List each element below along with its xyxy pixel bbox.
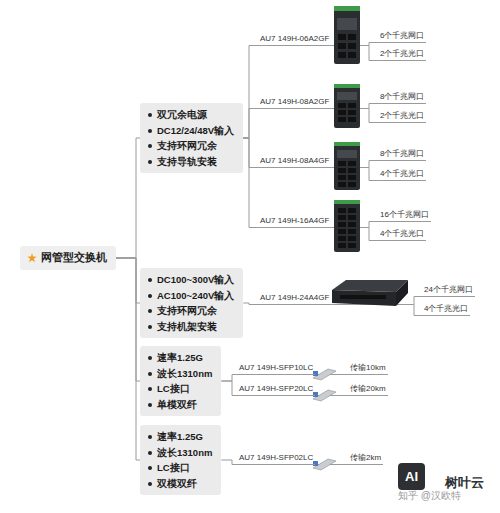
feature-box: 双冗余电源DC12/24/48V输入支持环网冗余支持导轨安装: [140, 103, 243, 173]
branch-connector: [331, 104, 378, 109]
feature-bullet: 支持环网冗余: [147, 303, 234, 319]
branch-item: 6个千兆网口: [378, 31, 426, 43]
branch-item: AU7 149H-24A4GF: [258, 293, 331, 305]
branch-item: AU7 149H-16A4GF: [258, 216, 331, 228]
root-topic: 网管型交换机: [20, 246, 116, 270]
item-text: AU7 149H-06A2GF: [260, 34, 329, 44]
item-text: 传输20km: [350, 384, 386, 394]
feature-bullet: LC接口: [147, 460, 212, 476]
feature-bullet: 单模双纤: [147, 397, 212, 413]
rack-switch-device: [332, 280, 408, 306]
item-text: AU7 149H-SFP02LC: [239, 453, 313, 463]
feature-bullet: 支持导轨安装: [147, 154, 234, 170]
item-text: AU7 149H-08A2GF: [260, 97, 329, 107]
item-text: 4个千兆光口: [380, 169, 424, 179]
item-text: AU7 149H-16A4GF: [260, 216, 329, 226]
item-text: 传输10km: [350, 363, 386, 373]
branch-connector: [331, 305, 422, 316]
sfp-module: [313, 390, 336, 401]
branch-item: AU7 149H-08A4GF: [258, 156, 331, 168]
switch-device: [334, 84, 360, 128]
watermark-text: 知乎 @汉欧特: [398, 489, 461, 503]
item-text: 8个千兆网口: [380, 149, 424, 159]
item-text: 6个千兆网口: [380, 31, 424, 41]
item-text: 2个千兆光口: [380, 49, 424, 59]
feature-bullet: 支持机架安装: [147, 319, 234, 335]
branch-item: AU7 149H-SFP02LC: [237, 453, 315, 465]
feature-bullet: 双冗余电源: [147, 107, 234, 123]
branch-connector: [243, 46, 258, 139]
branch-item: 8个千兆网口: [378, 92, 426, 104]
feature-bullet: 速率1.25G: [147, 350, 212, 366]
branch-connector: [116, 258, 140, 460]
item-text: 传输2km: [350, 453, 381, 463]
branch-item: 4个千兆光口: [378, 229, 426, 241]
feature-bullet: 双模双纤: [147, 476, 212, 492]
switch-device: [334, 6, 360, 64]
feature-bullet: 波长1310nm: [147, 366, 212, 382]
switch-device: [334, 200, 360, 252]
branch-connector: [331, 222, 378, 228]
branch-connector: [243, 109, 258, 139]
item-text: 4个千兆光口: [424, 304, 468, 314]
feature-bullet: 波长1310nm: [147, 445, 212, 461]
feature-bullet: 支持环网冗余: [147, 138, 234, 154]
sfp-module: [313, 369, 336, 380]
branch-item: AU7 149H-SFP20LC: [237, 384, 315, 396]
branch-item: 2个千兆光口: [378, 49, 426, 61]
item-text: 16个千兆网口: [380, 210, 429, 220]
branch-item: 4个千兆光口: [422, 304, 470, 316]
feature-bullet: 速率1.25G: [147, 429, 212, 445]
branch-item: 8个千兆网口: [378, 149, 426, 161]
branch-item: 传输20km: [348, 384, 388, 396]
switch-device: [334, 142, 360, 190]
brand-name: 树叶云: [445, 474, 484, 492]
feature-bullet: DC12/24/48V输入: [147, 123, 234, 139]
star-icon: [27, 253, 37, 263]
sfp-module: [313, 459, 336, 470]
feature-bullet: AC100~240V输入: [147, 288, 234, 304]
branch-item: AU7 149H-08A2GF: [258, 97, 331, 109]
item-text: AU7 149H-SFP10LC: [239, 363, 313, 373]
item-text: 2个千兆光口: [380, 111, 424, 121]
branch-connector: [331, 228, 378, 241]
branch-connector: [221, 381, 237, 396]
item-text: 24个千兆网口: [424, 285, 473, 295]
root-title: 网管型交换机: [41, 251, 107, 265]
branch-connector: [221, 375, 237, 382]
logo-mark: AI: [398, 463, 425, 490]
item-text: AU7 149H-24A4GF: [260, 293, 329, 303]
branch-item: 传输2km: [348, 453, 383, 465]
branch-item: 16个千兆网口: [378, 210, 431, 222]
branch-item: AU7 149H-06A2GF: [258, 34, 331, 46]
feature-box: 速率1.25G波长1310nmLC接口单模双纤: [140, 346, 221, 416]
branch-connector: [243, 138, 258, 228]
branch-item: 24个千兆网口: [422, 285, 475, 297]
item-text: 4个千兆光口: [380, 229, 424, 239]
branch-item: 4个千兆光口: [378, 169, 426, 181]
feature-bullet: DC100~300V输入: [147, 272, 234, 288]
feature-bullet: LC接口: [147, 381, 212, 397]
branch-connector: [116, 138, 140, 258]
branch-connector: [243, 138, 258, 168]
item-text: AU7 149H-08A4GF: [260, 156, 329, 166]
item-text: 8个千兆网口: [380, 92, 424, 102]
feature-box: 速率1.25G波长1310nmLC接口双模双纤: [140, 425, 221, 495]
feature-box: DC100~300V输入AC100~240V输入支持环网冗余支持机架安装: [140, 268, 243, 338]
branch-connector: [221, 460, 237, 465]
branch-item: 2个千兆光口: [378, 111, 426, 123]
branch-connector: [243, 303, 258, 305]
item-text: AU7 149H-SFP20LC: [239, 384, 313, 394]
branch-item: AU7 149H-SFP10LC: [237, 363, 315, 375]
branch-item: 传输10km: [348, 363, 388, 375]
